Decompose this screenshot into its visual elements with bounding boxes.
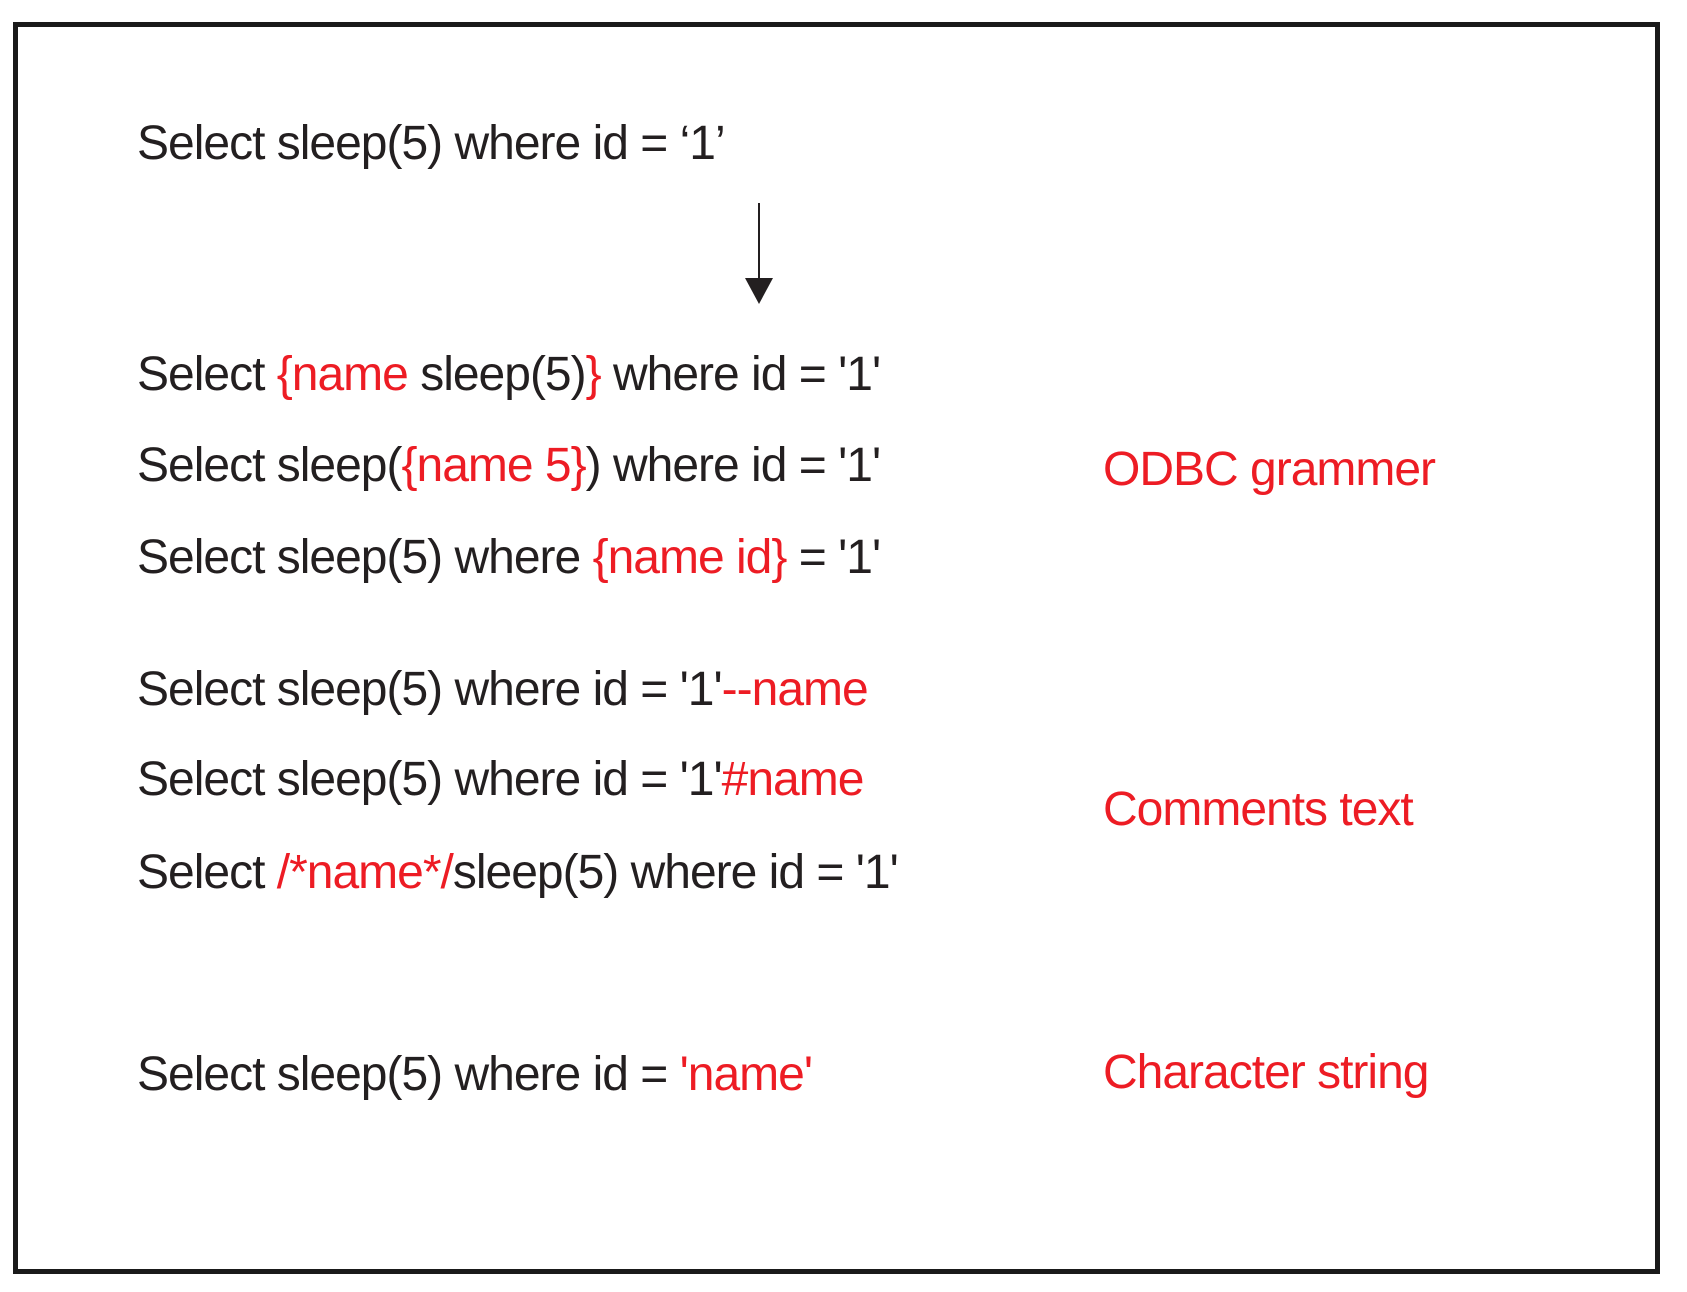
code-segment-black: Select sleep(5) where id = '1' xyxy=(137,663,723,716)
original-query-line: Select sleep(5) where id = ‘1’ xyxy=(137,115,726,172)
group-label-comments-text: Comments text xyxy=(1103,783,1414,836)
code-segment-red: /*name*/ xyxy=(276,846,454,899)
code-segment-black: Select xyxy=(137,348,277,401)
group-label-character-string: Character string xyxy=(1103,1046,1429,1099)
code-segment-red: {name id} xyxy=(592,531,788,584)
sql-query-line-charstring-1: Select sleep(5) where id = 'name' xyxy=(137,1046,813,1103)
code-segment-black: where id = '1' xyxy=(600,348,881,401)
down-arrow-head xyxy=(745,278,773,304)
code-segment-black: Select sleep(5) where id = xyxy=(137,1048,680,1101)
down-arrow-shaft xyxy=(758,203,760,279)
code-segment-black: Select sleep(5) where id = ‘1’ xyxy=(137,117,726,170)
sql-query-line-odbc-2: Select sleep({name 5}) where id = '1' xyxy=(137,437,881,494)
code-segment-red: 'name' xyxy=(679,1048,813,1101)
sql-query-line-comment-3: Select /*name*/sleep(5) where id = '1' xyxy=(137,844,899,901)
code-segment-black: sleep(5) xyxy=(420,348,586,401)
sql-query-line-comment-2: Select sleep(5) where id = '1'#name xyxy=(137,751,865,808)
code-segment-black: ) where id = '1' xyxy=(585,439,881,492)
code-segment-black: Select sleep( xyxy=(137,439,402,492)
code-segment-black: Select sleep(5) where xyxy=(137,531,593,584)
code-segment-red: #name xyxy=(721,753,865,806)
down-arrow-icon xyxy=(744,203,774,304)
code-segment-red: --name xyxy=(721,663,869,716)
code-segment-red: } xyxy=(585,348,602,401)
group-label-odbc-grammar: ODBC grammer xyxy=(1103,443,1436,496)
code-segment-red: {name xyxy=(276,348,421,401)
code-segment-black: sleep(5) where id = '1' xyxy=(452,846,899,899)
code-segment-black: = '1' xyxy=(786,531,881,584)
diagram-border-frame xyxy=(13,22,1660,1274)
code-segment-black: Select sleep(5) where id = '1' xyxy=(137,753,723,806)
code-segment-black: Select xyxy=(137,846,277,899)
sql-query-line-odbc-3: Select sleep(5) where {name id} = '1' xyxy=(137,529,881,586)
code-segment-red: {name 5} xyxy=(401,439,586,492)
sql-query-line-odbc-1: Select {name sleep(5)} where id = '1' xyxy=(137,346,881,403)
sql-query-line-comment-1: Select sleep(5) where id = '1'--name xyxy=(137,661,869,718)
